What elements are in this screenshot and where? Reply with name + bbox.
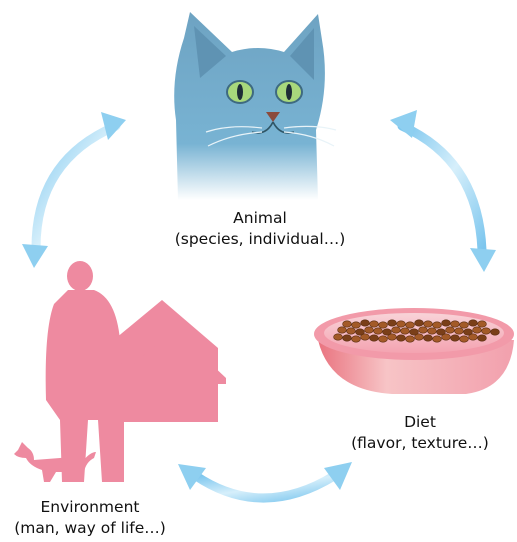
kibble-piece xyxy=(365,327,374,333)
kibble-piece xyxy=(415,334,424,340)
kibble-piece xyxy=(406,336,415,342)
animal-detail: (species, individual…) xyxy=(140,229,380,250)
kibble-piece xyxy=(361,320,370,326)
diet-title: Diet xyxy=(330,412,510,433)
kibble-piece xyxy=(343,321,352,327)
kibble-piece xyxy=(442,334,451,340)
kibble-piece xyxy=(392,327,401,333)
environment-title: Environment xyxy=(0,497,180,518)
kibble-piece xyxy=(491,329,500,335)
kibble-piece xyxy=(388,334,397,340)
diet-label: Diet (flavor, texture…) xyxy=(330,412,510,454)
kibble-piece xyxy=(352,322,361,328)
kibble-piece xyxy=(446,327,455,333)
kibble-piece xyxy=(424,335,433,341)
environment-detail: (man, way of life…) xyxy=(0,518,180,539)
kibble-piece xyxy=(361,334,370,340)
kibble-piece xyxy=(397,321,406,327)
environment-label: Environment (man, way of life…) xyxy=(0,497,180,539)
kibble-piece xyxy=(473,327,482,333)
kibble-piece xyxy=(460,322,469,328)
kibble-piece xyxy=(451,335,460,341)
kibble-piece xyxy=(397,335,406,341)
kibble-piece xyxy=(370,321,379,327)
kibble-piece xyxy=(374,328,383,334)
kibble-piece xyxy=(401,328,410,334)
kibble-piece xyxy=(424,321,433,327)
kibble-piece xyxy=(469,320,478,326)
kibble-piece xyxy=(347,328,356,334)
kibble-piece xyxy=(451,321,460,327)
kibble-piece xyxy=(415,320,424,326)
diet-detail: (flavor, texture…) xyxy=(330,433,510,454)
kibble-piece xyxy=(334,334,343,340)
kibble-piece xyxy=(455,328,464,334)
arrow-animal-diet xyxy=(390,110,496,272)
kibble-piece xyxy=(379,322,388,328)
man-silhouette xyxy=(46,261,124,482)
kibble-piece xyxy=(469,334,478,340)
kibble-piece xyxy=(370,335,379,341)
kibble-piece xyxy=(428,328,437,334)
kibble-piece xyxy=(442,320,451,326)
animal-label: Animal (species, individual…) xyxy=(140,208,380,250)
kibble-piece xyxy=(379,336,388,342)
kibble-piece xyxy=(478,335,487,341)
kibble-piece xyxy=(352,336,361,342)
kibble-piece xyxy=(343,335,352,341)
kibble-piece xyxy=(406,322,415,328)
kibble-piece xyxy=(419,327,428,333)
kibble-piece xyxy=(338,327,347,333)
arrow-animal-environment xyxy=(22,112,126,268)
kibble-piece xyxy=(433,322,442,328)
arrow-environment-diet xyxy=(178,462,352,498)
kibble-piece xyxy=(482,328,491,334)
animal-title: Animal xyxy=(140,208,380,229)
kibble-piece xyxy=(433,336,442,342)
kibble-pile xyxy=(334,320,500,342)
cat-head-illustration xyxy=(174,12,336,200)
kibble-piece xyxy=(478,321,487,327)
kibble-piece xyxy=(388,320,397,326)
kibble-piece xyxy=(460,336,469,342)
